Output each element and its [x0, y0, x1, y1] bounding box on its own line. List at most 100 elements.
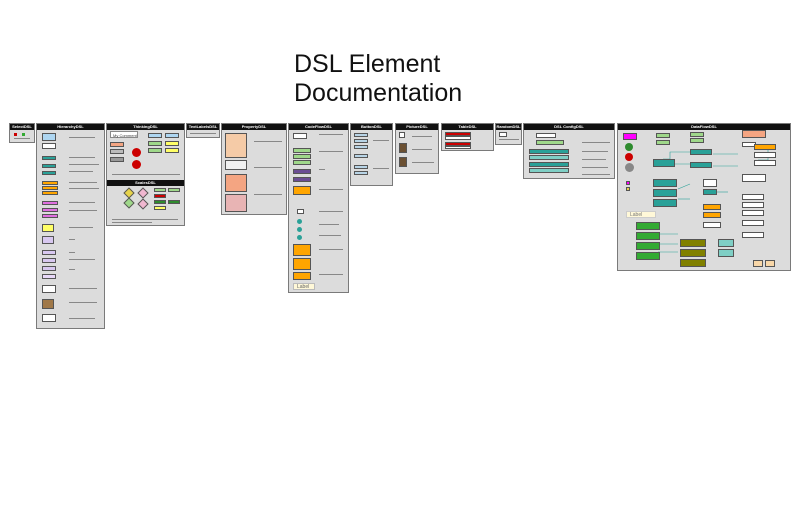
- button-sample: [354, 154, 368, 158]
- doc-text: [319, 211, 343, 213]
- doc-text: [254, 167, 282, 169]
- panel-header: SelectDSL: [10, 124, 34, 130]
- panel-thinkingdsl: ThinkingDSL My Comment ScalesDSL: [106, 123, 185, 226]
- table-row: [445, 146, 471, 149]
- white-node: [742, 220, 764, 226]
- teal-node: [653, 179, 677, 187]
- yellow-node: [626, 187, 630, 191]
- white-node: [703, 179, 717, 187]
- teal-node: [42, 171, 56, 175]
- panel-randomdsl: RandomDSL: [495, 123, 522, 145]
- doc-text: [319, 169, 325, 171]
- doc-text: [582, 159, 606, 161]
- teal-node: [690, 162, 712, 168]
- doc-text: [69, 227, 93, 229]
- button-sample: [354, 165, 368, 169]
- gray-node: [110, 149, 124, 154]
- panel-dslconfigdsl: DSL ConfigDSL: [523, 123, 615, 179]
- table-header: [445, 142, 471, 146]
- orange-node: [703, 212, 721, 218]
- doc-text: [69, 259, 95, 261]
- doc-text: [69, 288, 97, 290]
- doc-text: [582, 167, 608, 169]
- node-box: [42, 133, 56, 141]
- magenta-node: [626, 181, 630, 185]
- panel-header: TextLabelsDSL: [187, 124, 219, 130]
- green-block: [636, 232, 660, 240]
- white-node: [742, 174, 766, 182]
- doc-text: [499, 139, 519, 141]
- panel-header: HierarchyDSL: [37, 124, 104, 130]
- dataflow-label: Label: [626, 211, 656, 218]
- teal-node: [718, 239, 734, 247]
- doc-text: [254, 141, 282, 143]
- picture-thumbnail: [399, 157, 407, 167]
- doc-text: [254, 194, 282, 196]
- doc-text: [69, 269, 75, 271]
- olive-block: [680, 239, 706, 247]
- white-node: [754, 160, 776, 166]
- orange-node: [293, 244, 311, 256]
- orange-node: [293, 258, 311, 270]
- property-card: [225, 133, 247, 158]
- config-node: [536, 133, 556, 138]
- button-sample: [354, 145, 368, 149]
- red-circle: [625, 153, 633, 161]
- green-node: [168, 188, 180, 192]
- panel-header: CodeFlowDSL: [289, 124, 348, 130]
- table-row: [445, 136, 471, 140]
- lightblue-node: [148, 133, 162, 138]
- lightblue-node: [165, 133, 179, 138]
- white-node: [293, 133, 307, 139]
- green-node: [148, 141, 162, 146]
- panel-header: PropertyDSL: [222, 124, 286, 130]
- config-row: [529, 162, 569, 167]
- doc-text: [319, 224, 339, 226]
- gray-node: [110, 157, 124, 162]
- white-node: [754, 152, 776, 158]
- doc-text: [319, 274, 343, 276]
- doc-text: [69, 157, 95, 159]
- teal-node: [690, 149, 712, 155]
- button-sample: [354, 133, 368, 137]
- white-node: [42, 285, 56, 293]
- doc-text: [69, 182, 97, 184]
- image-icon: [42, 299, 54, 309]
- yellow-node: [165, 141, 179, 146]
- panel-header: DSL ConfigDSL: [524, 124, 614, 130]
- white-node: [742, 202, 764, 208]
- teal-node: [703, 189, 717, 195]
- panel-header: TableDSL: [442, 124, 493, 130]
- green-node: [293, 148, 311, 153]
- doc-text: [412, 136, 432, 138]
- green-block: [636, 242, 660, 250]
- orange-node: [42, 191, 58, 195]
- doc-text: [112, 219, 178, 221]
- panel-header: PictureDSL: [396, 124, 438, 130]
- red-circle: [132, 148, 141, 157]
- doc-text: [582, 174, 610, 176]
- config-row: [529, 168, 569, 173]
- scales-header: ScalesDSL: [107, 180, 184, 186]
- picture-placeholder: [399, 132, 405, 138]
- panel-buttondsl: ButtonDSL: [350, 123, 393, 186]
- peach-node: [765, 260, 775, 267]
- doc-text: [319, 134, 343, 136]
- green-node: [154, 200, 166, 204]
- red-circle: [132, 160, 141, 169]
- doc-text: [412, 149, 432, 151]
- panel-selectdsl: SelectDSL: [9, 123, 35, 143]
- doc-text: [112, 174, 180, 176]
- button-sample: [354, 171, 368, 175]
- olive-block: [680, 259, 706, 267]
- panel-header: RandomDSL: [496, 124, 521, 130]
- white-node: [703, 222, 721, 228]
- green-node: [154, 188, 166, 192]
- panel-textlabeldsl: TextLabelsDSL: [186, 123, 220, 138]
- teal-dot: [297, 227, 302, 232]
- pink-node: [42, 214, 58, 218]
- label-node: Label: [293, 283, 315, 290]
- teal-dot: [297, 219, 302, 224]
- panel-hierarchydsl: HierarchyDSL: [36, 123, 105, 329]
- page-title: DSL Element Documentation: [294, 50, 463, 107]
